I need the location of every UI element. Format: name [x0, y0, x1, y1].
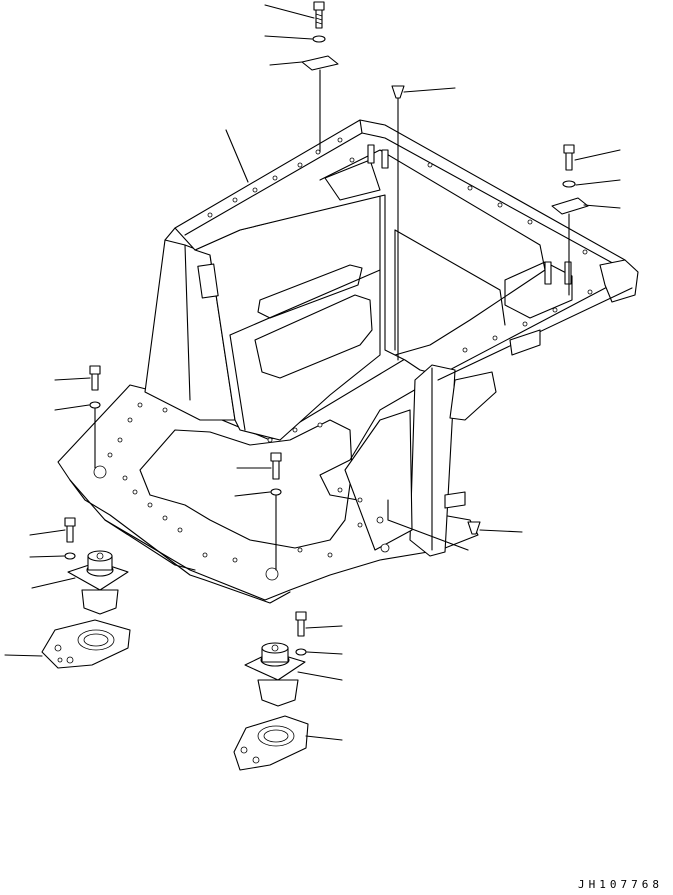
washer-icon-lower-center [295, 648, 307, 656]
drawing-code: JH107768 [578, 878, 663, 891]
cap-icon [391, 85, 405, 99]
rubber-mount-icon-center [244, 642, 306, 707]
cab-support-frame [57, 119, 639, 604]
rubber-mount-icon [67, 550, 129, 615]
washer-icon-lower-left [64, 552, 76, 560]
washer-icon-center [270, 488, 282, 496]
leader-lines [4, 4, 621, 741]
plate-icon [301, 55, 339, 71]
bolt-icon [313, 1, 325, 29]
bolt-icon-center [270, 452, 282, 480]
washer-icon-left [89, 401, 101, 409]
washer-icon-right [562, 180, 576, 188]
base-holes [93, 402, 390, 581]
bolt-icon-lower-center [295, 611, 307, 637]
bolt-icon-right [563, 144, 575, 171]
mount-bracket-icon-center [233, 715, 309, 771]
rim-holes [207, 137, 593, 353]
base-cutout [139, 419, 353, 549]
bolt-icon-lower-left [64, 517, 76, 543]
plate-icon-right [551, 197, 589, 215]
cap-icon-right [467, 521, 481, 535]
washer-icon [312, 35, 326, 43]
center-box-window [254, 294, 373, 379]
bolt-icon-left [89, 365, 101, 391]
mount-bracket-icon [41, 619, 131, 669]
